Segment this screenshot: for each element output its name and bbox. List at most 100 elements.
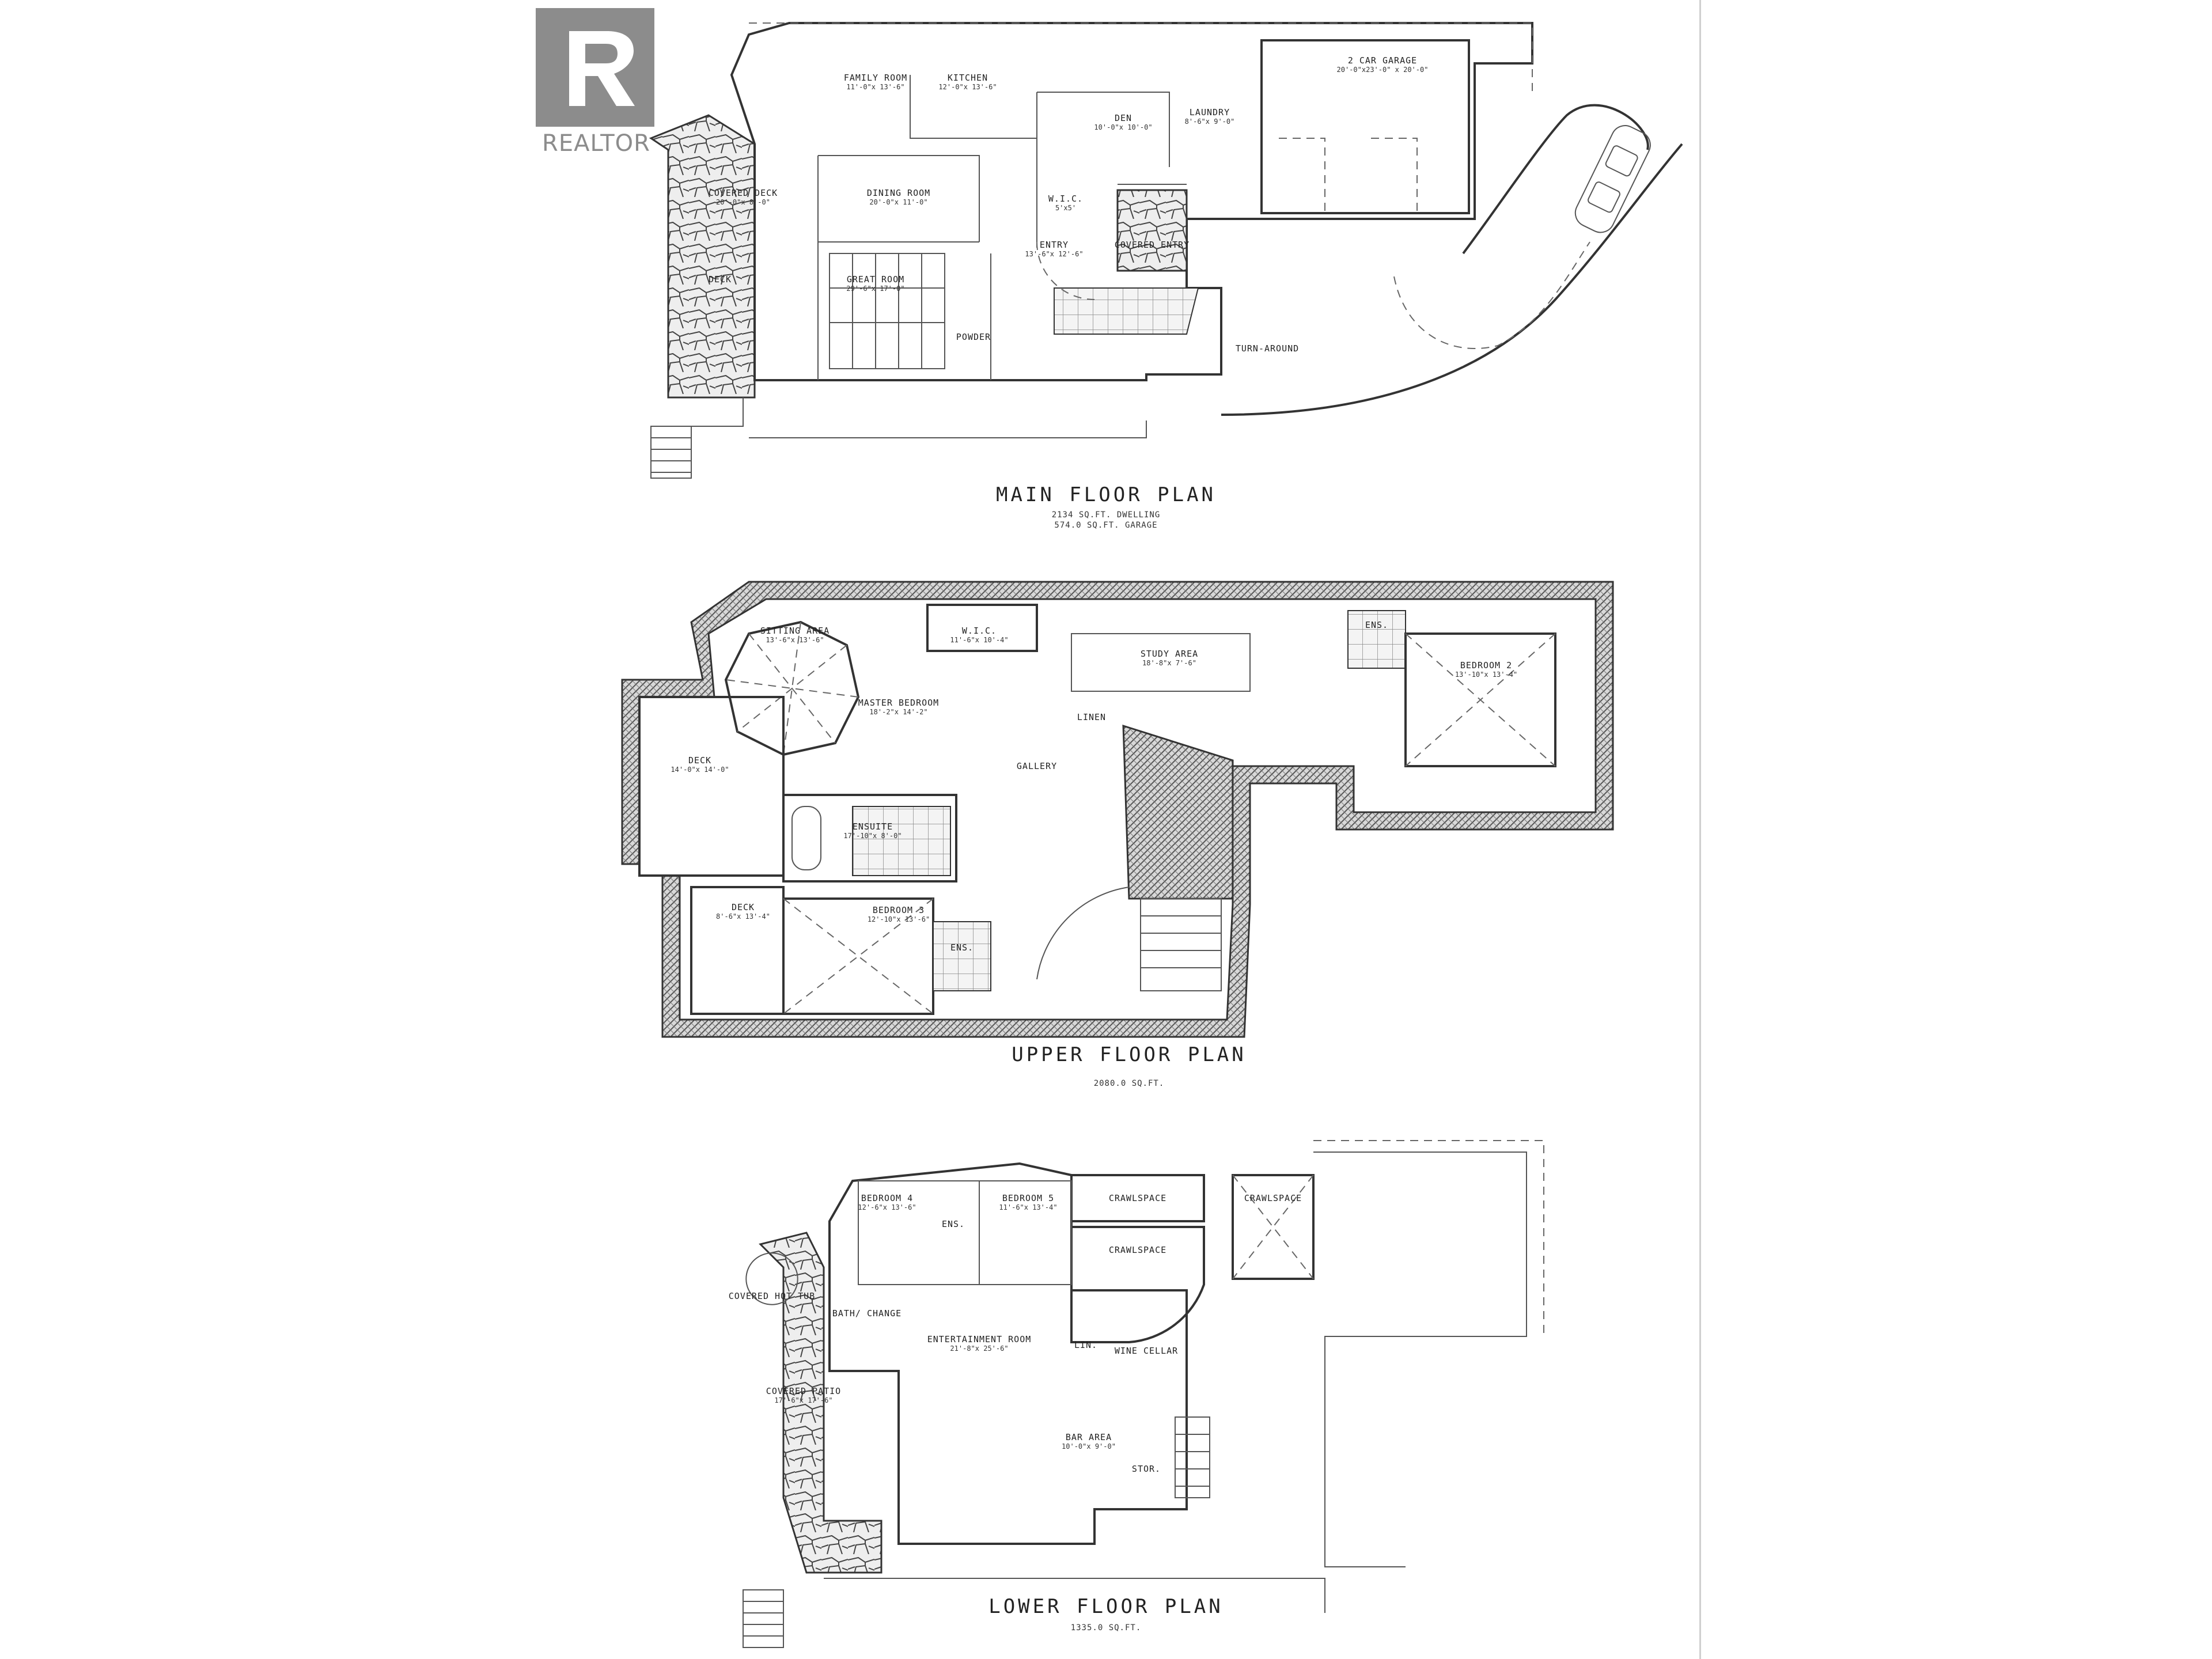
room-label: KITCHEN (948, 73, 988, 83)
room-dim: 21'-8"x 25'-6" (950, 1344, 1008, 1353)
lower-stairs (1175, 1416, 1210, 1498)
room-dim: 8'-6"x 13'-4" (716, 912, 770, 921)
room-label: BEDROOM 4 (861, 1193, 913, 1203)
lower-floor-plan: BEDROOM 4 12'-6"x 13'-6" ENS. BEDROOM 5 … (729, 1140, 1544, 1648)
upper-floor-area: 2080.0 SQ.FT. (1094, 1079, 1165, 1088)
main-floor-area-1: 2134 SQ.FT. DWELLING (1052, 510, 1161, 520)
lower-floor-title: LOWER FLOOR PLAN (988, 1595, 1224, 1618)
room-label: SITTING AREA (760, 626, 830, 636)
room-dim: 13'-6"x 13'-6" (766, 636, 824, 644)
room-label: ENSUITE (853, 821, 893, 832)
room-dim: 20'-0"x23'-0" x 20'-0" (1337, 66, 1429, 74)
room-dim: 11'-6"x 13'-4" (999, 1203, 1057, 1211)
room-dim: 20'-0"x 11'-0" (869, 198, 927, 206)
room-dim: 10'-0"x 9'-0" (1062, 1442, 1116, 1450)
room-label: DEN (1115, 113, 1132, 123)
upper-floor-title: UPPER FLOOR PLAN (1012, 1043, 1247, 1066)
room-label: CRAWLSPACE (1109, 1245, 1166, 1255)
room-label: DINING ROOM (867, 188, 930, 198)
room-label: COVERED ENTRY (1115, 240, 1190, 250)
roofline (749, 22, 1533, 92)
grade-line (691, 397, 1147, 438)
bedroom3-wall (782, 897, 934, 1015)
lower-grade-line (1313, 1140, 1544, 1336)
realtor-r-logo-icon (536, 8, 654, 127)
room-dim: 8'-6"x 9'-0" (1185, 118, 1235, 126)
retaining-wall (1313, 1152, 1527, 1567)
bedroom2-ceiling (1405, 633, 1556, 767)
upper-stairs (1140, 898, 1222, 991)
room-label: ENS. (1365, 620, 1388, 630)
room-label: ENS. (950, 942, 974, 953)
sitting-area-ceiling (725, 622, 859, 755)
room-label: CRAWLSPACE (1109, 1193, 1166, 1203)
realtor-watermark: REALTOR (536, 8, 657, 164)
room-label: COVERED DECK (709, 188, 778, 198)
lower-exterior-stairs (743, 1589, 784, 1648)
room-label: LIN. (1074, 1340, 1097, 1350)
main-floor-plan: FAMILY ROOM 11'-0"x 13'-6" KITCHEN 12'-0… (649, 22, 1683, 530)
room-dim: 18'-8"x 7'-6" (1142, 659, 1196, 667)
room-dim: 12'-6"x 13'-6" (858, 1203, 916, 1211)
ens-2-tile (933, 921, 991, 991)
driveway-edge-outer (1221, 143, 1683, 416)
room-dim: 11'-0"x 13'-6" (846, 83, 904, 91)
upper-room-labels: SITTING AREA 13'-6"x 13'-6" W.I.C. 11'-6… (671, 620, 1517, 953)
lower-floor-area: 1335.0 SQ.FT. (1071, 1623, 1142, 1633)
stair-block (1054, 287, 1199, 335)
garage-doors (1279, 138, 1418, 213)
lower-room-labels: BEDROOM 4 12'-6"x 13'-6" ENS. BEDROOM 5 … (729, 1193, 1302, 1474)
sheet-edge-line (1699, 0, 1701, 1659)
room-dim: 29'-6"x 17'-0" (846, 285, 904, 293)
car-icon (1574, 125, 1651, 233)
room-label: BEDROOM 3 (873, 905, 925, 915)
room-label: BAR AREA (1066, 1432, 1112, 1442)
room-label: BEDROOM 5 (1002, 1193, 1054, 1203)
room-label: BATH/ CHANGE (832, 1308, 902, 1319)
crawlspace-3-wall (1070, 1226, 1205, 1343)
bathtub-icon (791, 806, 821, 870)
room-label: DECK (732, 902, 755, 912)
gallery-roof-hatch (1122, 724, 1234, 900)
turnaround-path (1393, 241, 1590, 349)
main-interior-walls (817, 75, 1187, 380)
entry-arc (1036, 241, 1095, 300)
room-dim: 12'-10"x 13'-6" (868, 915, 930, 923)
room-dim: 13'-6"x 12'-6" (1025, 250, 1083, 258)
room-dim: 12'-0"x 13'-6" (938, 83, 997, 91)
study-area-wall (1071, 633, 1251, 692)
covered-patio-stone (759, 1232, 882, 1574)
room-dim: 20'-0"x 8'-0" (716, 198, 770, 206)
ens-tile (1347, 610, 1406, 669)
lower-site-line (824, 1578, 1325, 1613)
crawlspace-2-ceiling (1232, 1175, 1314, 1279)
room-label: STUDY AREA (1141, 649, 1198, 659)
room-label: LAUNDRY (1190, 107, 1230, 118)
room-label: BEDROOM 2 (1460, 660, 1512, 671)
room-dim: 17'-6"x 17'-6" (774, 1396, 832, 1404)
gallery-arc (1036, 887, 1130, 980)
room-label: GALLERY (1017, 761, 1057, 771)
room-label: W.I.C. (1048, 194, 1083, 204)
main-floor-area-2: 574.0 SQ.FT. GARAGE (1054, 521, 1157, 530)
main-floor-title: MAIN FLOOR PLAN (996, 483, 1216, 506)
room-dim: 5'x5' (1055, 204, 1076, 212)
hot-tub-icon (745, 1252, 798, 1305)
room-label: TURN-AROUND (1236, 343, 1299, 354)
room-label: LINEN (1077, 712, 1106, 722)
room-label: W.I.C. (962, 626, 997, 636)
bedroom-walls (858, 1180, 1072, 1285)
room-label: COVERED HOT TUB (729, 1291, 815, 1301)
room-label: ENTRY (1040, 240, 1069, 250)
realtor-wordmark: REALTOR (542, 130, 650, 157)
wic-wall (926, 604, 1038, 652)
room-label: MASTER BEDROOM (858, 698, 939, 708)
room-label: ENS. (942, 1219, 965, 1229)
ensuite-tile (852, 806, 951, 876)
covered-entry-stone (1116, 189, 1188, 272)
main-room-labels: FAMILY ROOM 11'-0"x 13'-6" KITCHEN 12'-0… (709, 55, 1429, 354)
garage-wall (1260, 39, 1470, 214)
room-label: CRAWLSPACE (1244, 1193, 1302, 1203)
room-label: 2 CAR GARAGE (1348, 55, 1417, 66)
